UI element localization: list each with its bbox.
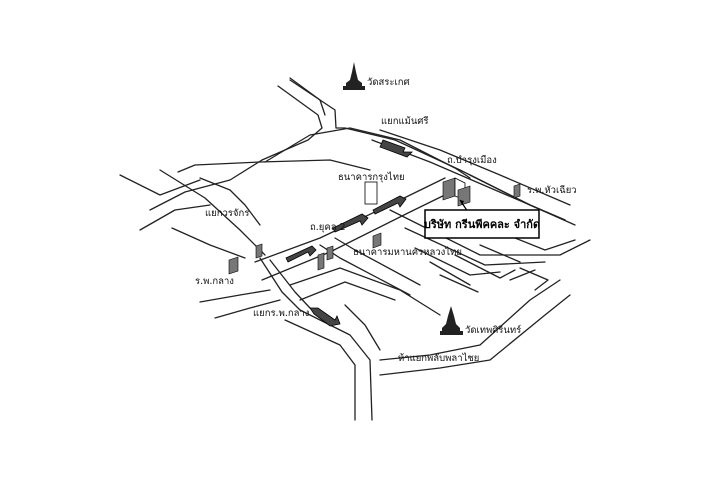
label-yot-se-rd: ถ.ยุคล 2: [310, 222, 346, 233]
label-hospital-hua-chiew: ร.พ.หัวเฉียว: [527, 184, 577, 196]
label-yaek-mahanak: แยกแม้นศรี: [381, 115, 428, 127]
direction-arrow-icon: [309, 307, 341, 327]
direction-arrow-icon: [285, 245, 317, 263]
label-krung-thai-bank: ธนาคารกรุงไทย: [338, 171, 405, 183]
building-icon: [513, 183, 521, 199]
temple-icon: [440, 306, 463, 335]
direction-arrow-icon: [379, 139, 413, 158]
label-wat-saket: วัดสระเกศ: [367, 77, 410, 88]
direction-arrow-icon: [332, 213, 369, 233]
label-yaek-plaplachai: ห้าแยกพลับพลาไชย: [398, 352, 479, 364]
direction-arrows: [285, 139, 413, 327]
label-bamrung-mueang-rd: ถ.บำรุงเมือง: [447, 155, 497, 166]
building-icon: [228, 256, 239, 275]
temple-icon: [343, 62, 365, 90]
road-network: [119, 77, 591, 421]
label-hospital-klang: ร.พ.กลาง: [195, 276, 234, 287]
building-icon: [317, 245, 334, 271]
label-wat-thep-sirin: วัดเทพศิรินทร์: [465, 324, 521, 336]
label-yaek-worachak: แยกวรจักร: [205, 208, 249, 219]
label-yaek-hospital-klang: แยกร.พ.กลาง: [253, 308, 309, 319]
label-metropolitan-bank: ธนาคารมหานครหลวงไทย: [353, 246, 462, 258]
building-icon: [372, 232, 382, 249]
direction-arrow-icon: [372, 195, 407, 215]
company-callout: บริษัท กรีนพีคคละ จำกัด: [424, 199, 540, 239]
company-label: บริษัท กรีนพีคคละ จำกัด: [424, 218, 540, 231]
building-icon: [255, 243, 263, 259]
building-icon: [364, 181, 378, 205]
